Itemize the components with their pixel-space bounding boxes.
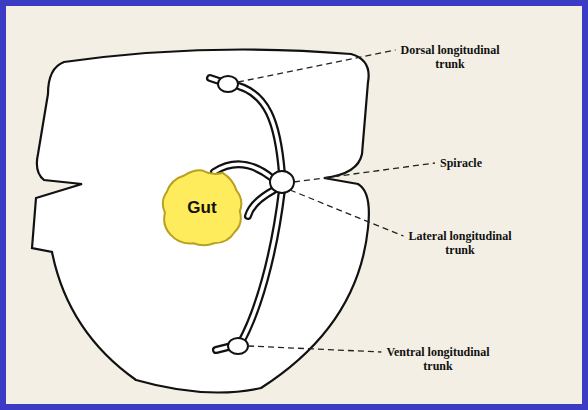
part-name: Ventral longitudinal trunk bbox=[376, 345, 500, 373]
leader-line bbox=[290, 190, 403, 236]
organ-name: Gut bbox=[187, 198, 216, 218]
part-name: Spiracle bbox=[411, 156, 511, 170]
leader-line bbox=[238, 50, 395, 82]
leader-layer bbox=[6, 6, 582, 404]
part-name: Lateral longitudinal trunk bbox=[398, 229, 522, 257]
dorsal-trunk bbox=[218, 76, 238, 92]
part-name: Dorsal longitudinal trunk bbox=[388, 43, 512, 71]
body-wall bbox=[32, 50, 369, 393]
leader-line bbox=[294, 163, 435, 182]
leader-line bbox=[248, 346, 381, 352]
diagram-ground: Gut Dorsal longitudinal trunkSpiracleLate… bbox=[6, 6, 582, 404]
ventral-trunk bbox=[228, 338, 248, 354]
insect-cross-section bbox=[6, 6, 582, 404]
gut-organ: Gut bbox=[159, 168, 245, 248]
